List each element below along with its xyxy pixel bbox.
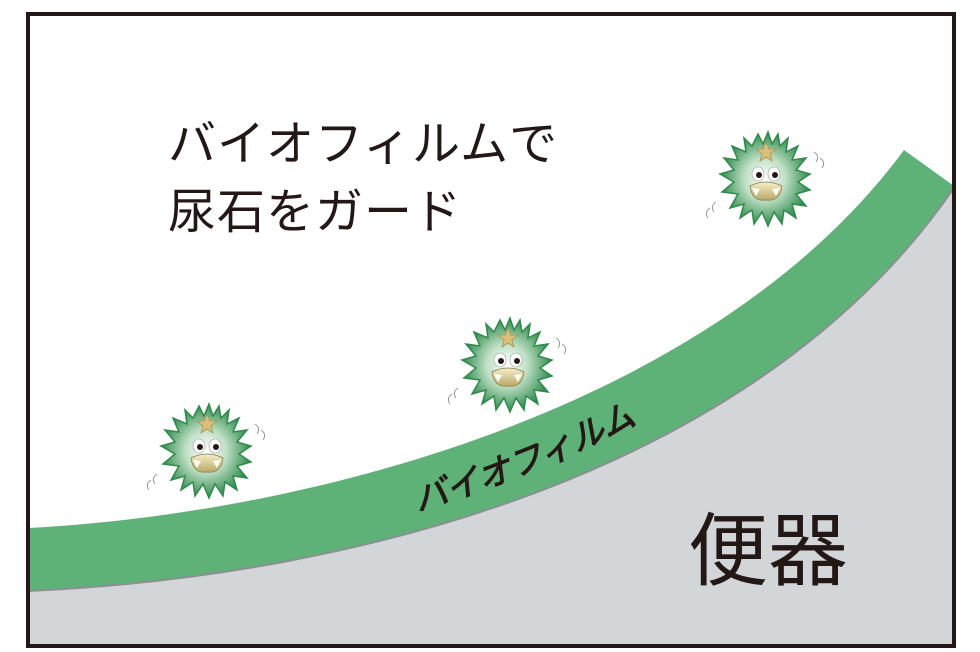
toilet-label: 便器	[688, 505, 848, 598]
germ-character-icon	[705, 131, 825, 227]
title-line-1: バイオフィルムで	[168, 116, 559, 172]
diagram-frame	[26, 12, 956, 648]
germ-character-icon	[447, 317, 567, 413]
toilet-surface	[28, 186, 954, 646]
germ-character-icon	[146, 403, 266, 499]
biofilm-layer	[28, 150, 954, 590]
title-line-2: 尿石をガード	[168, 184, 463, 240]
